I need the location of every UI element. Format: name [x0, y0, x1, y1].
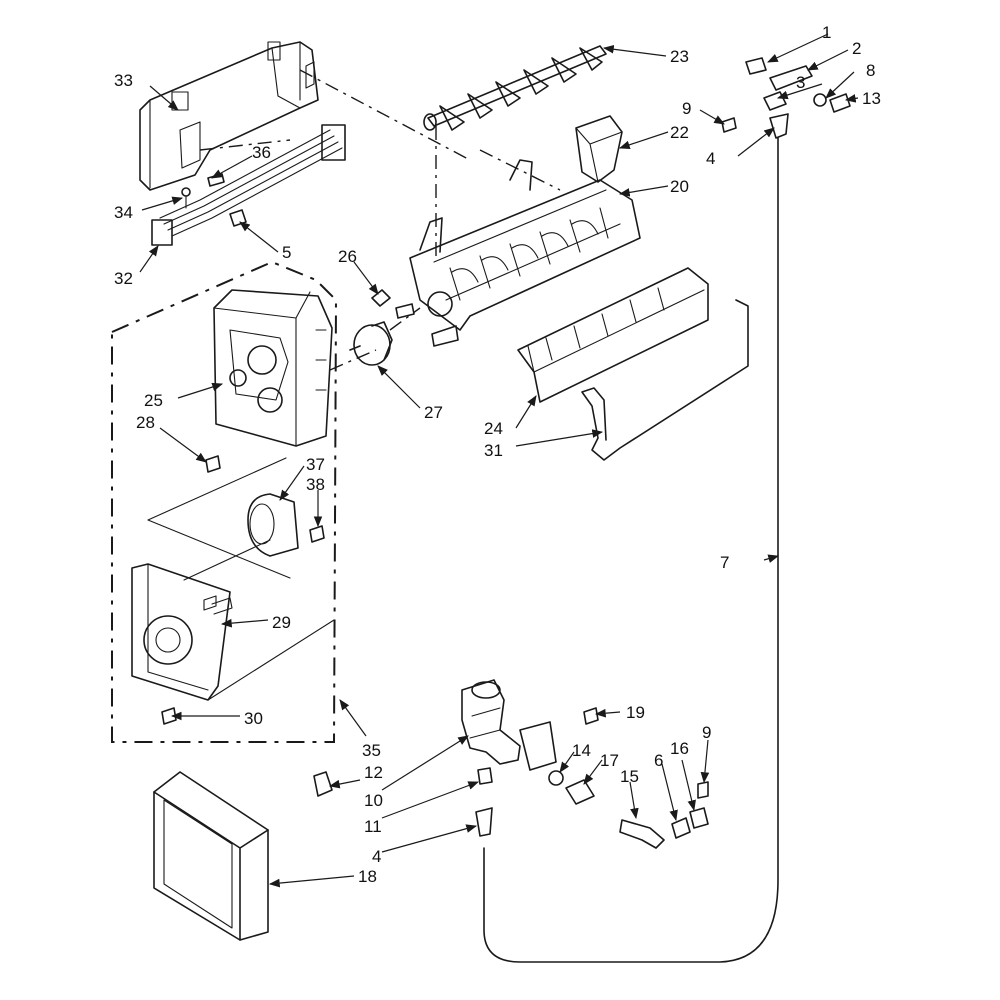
part-11-nut [477, 767, 493, 785]
part-8-nut [813, 93, 827, 107]
part-22-cover [575, 115, 623, 183]
callout-5: 5 [282, 243, 291, 262]
part-14-nut [548, 770, 564, 786]
part-3-clamp [763, 91, 787, 111]
callout-24: 24 [484, 419, 503, 438]
callout-31: 31 [484, 441, 503, 460]
callout-6: 6 [654, 751, 663, 770]
callout-13: 13 [862, 89, 881, 108]
callout-19: 19 [626, 703, 645, 722]
callout-25: 25 [144, 391, 163, 410]
part-10-water-valve [461, 679, 557, 771]
callout-8: 8 [866, 61, 875, 80]
callout-26: 26 [338, 247, 357, 266]
callout-28: 28 [136, 413, 155, 432]
callout-15: 15 [620, 767, 639, 786]
callout-7: 7 [720, 553, 729, 572]
part-29-mounting-plate [131, 563, 233, 701]
callout-27: 27 [424, 403, 443, 422]
part-28-screw [205, 455, 221, 473]
callout-numbers: 1 2 3 8 13 9 4 23 22 20 33 36 34 5 32 26… [114, 23, 881, 886]
part-23-ejector-blade [423, 45, 607, 131]
part-34-screw [181, 187, 191, 209]
callout-4: 4 [706, 149, 715, 168]
part-26-clip [371, 289, 391, 307]
callout-10: 10 [364, 791, 383, 810]
part-9-screw-lower [697, 781, 709, 799]
part-15-tube-elbow [619, 819, 665, 849]
part-9-screw [721, 117, 737, 133]
callout-18: 18 [358, 867, 377, 886]
callout-23: 23 [670, 47, 689, 66]
callout-3: 3 [796, 73, 805, 92]
part-4-grommet-bottom [475, 807, 493, 837]
part-24-ice-tray-rack [517, 267, 709, 403]
part-12-wire-nut [313, 771, 333, 797]
callout-4-lower: 4 [372, 847, 381, 866]
callout-2: 2 [852, 39, 861, 58]
part-35-assembly-outline [111, 260, 338, 743]
part-18-panel [153, 771, 269, 941]
part-25-control-housing [213, 289, 333, 447]
exploded-view-line [147, 457, 335, 701]
callout-38: 38 [306, 475, 325, 494]
part-32-wire-harness [151, 124, 346, 246]
part-19-screw [583, 707, 599, 725]
callout-32: 32 [114, 269, 133, 288]
part-33-mounting-bracket [139, 41, 319, 191]
callout-35: 35 [362, 741, 381, 760]
part-6-coupling [671, 817, 691, 839]
callout-36: 36 [252, 143, 271, 162]
part-16-clamp [689, 807, 709, 829]
callout-22: 22 [670, 123, 689, 142]
part-17-fitting [565, 779, 595, 805]
part-20-ice-mold [395, 159, 641, 347]
part-2-tube-fitting [769, 65, 813, 91]
part-5-clip [229, 209, 247, 227]
part-4-grommet-top [769, 113, 789, 139]
callout-30: 30 [244, 709, 263, 728]
part-7-water-tube [483, 137, 779, 963]
callout-14: 14 [572, 741, 591, 760]
part-27-coupler [349, 321, 393, 366]
callout-9: 9 [682, 99, 691, 118]
callout-37: 37 [306, 455, 325, 474]
part-1-screw [745, 57, 767, 75]
callout-34: 34 [114, 203, 133, 222]
callout-leaders [139, 33, 859, 888]
part-31-feeler-arm [581, 299, 749, 461]
callout-11: 11 [364, 817, 382, 836]
callout-9-lower: 9 [702, 723, 711, 742]
alignment-lines [199, 69, 561, 371]
callout-20: 20 [670, 177, 689, 196]
callout-1: 1 [822, 23, 831, 42]
part-38-screw [309, 525, 325, 543]
callout-12: 12 [364, 763, 383, 782]
callout-33: 33 [114, 71, 133, 90]
callout-17: 17 [600, 751, 619, 770]
callout-16: 16 [670, 739, 689, 758]
part-13-insert [829, 93, 851, 113]
callout-29: 29 [272, 613, 291, 632]
